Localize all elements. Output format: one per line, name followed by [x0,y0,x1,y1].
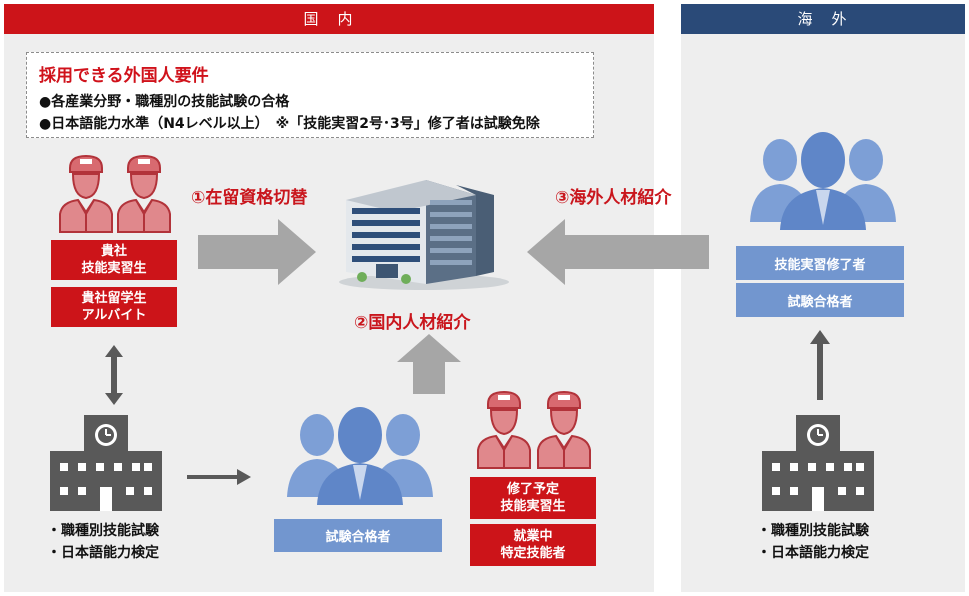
requirement-line-1: ●各産業分野・職種別の技能試験の合格 [39,94,290,110]
school-right-bullets: ・職種別技能試験 ・日本語能力検定 [757,520,869,564]
requirement-line-2: ●日本語能力水準（N4レベル以上） ※「技能実習2号･3号」修了者は試験免除 [39,116,540,132]
school-right-bullet-2: ・日本語能力検定 [757,545,869,561]
company-trainee-line1: 貴社 [100,244,127,259]
pending-trainee-line2: 技能実習生 [500,499,566,514]
employed-specified-line1: 就業中 [513,529,553,544]
requirements-title: 採用できる外国人要件 [39,66,209,86]
blue-group-icon [287,407,433,505]
route-1-label: ①在留資格切替 [191,188,308,208]
trainee-person-icon [477,390,531,469]
company-student-box: 貴社留学生 アルバイト [51,287,177,327]
school-right-bullet-1: ・職種別技能試験 [757,523,869,539]
trainee-person-icon [537,390,591,469]
pending-trainee-line1: 修了予定 [506,482,559,497]
school-left-bullet-1: ・職種別技能試験 [47,523,159,539]
arrow-up-thin-icon [810,330,830,400]
employed-specified-box: 就業中 特定技能者 [470,524,596,566]
pending-trainee-box: 修了予定 技能実習生 [470,477,596,519]
requirements-box: 採用できる外国人要件 ●各産業分野・職種別の技能試験の合格 ●日本語能力水準（N… [26,52,594,138]
company-trainee-line2: 技能実習生 [81,261,147,276]
company-trainee-box: 貴社 技能実習生 [51,240,177,280]
overseas-trainee-done-box: 技能実習修了者 [736,246,904,280]
school-building-icon [50,415,162,511]
arrow-up-icon [397,334,461,394]
employed-specified-line2: 特定技能者 [500,546,566,561]
trainee-person-icon [59,154,113,233]
school-building-icon [762,415,874,511]
route-2-label: ②国内人材紹介 [354,313,471,333]
company-student-line1: 貴社留学生 [81,291,147,306]
arrow-right-icon [198,219,316,285]
arrow-left-icon [527,219,709,285]
center-exam-passed-box: 試験合格者 [274,519,442,552]
company-student-line2: アルバイト [81,308,147,323]
route-3-label: ③海外人材紹介 [555,188,672,208]
school-left-bullets: ・職種別技能試験 ・日本語能力検定 [47,520,159,564]
double-arrow-icon [105,345,123,405]
blue-group-icon [750,132,896,230]
small-arrow-right-icon [187,469,251,485]
school-left-bullet-2: ・日本語能力検定 [47,545,159,561]
overseas-exam-passed-box: 試験合格者 [736,283,904,317]
domestic-header: 国 内 [4,4,654,34]
overseas-header: 海 外 [681,4,965,34]
office-building-icon [339,180,509,290]
trainee-person-icon [117,154,171,233]
